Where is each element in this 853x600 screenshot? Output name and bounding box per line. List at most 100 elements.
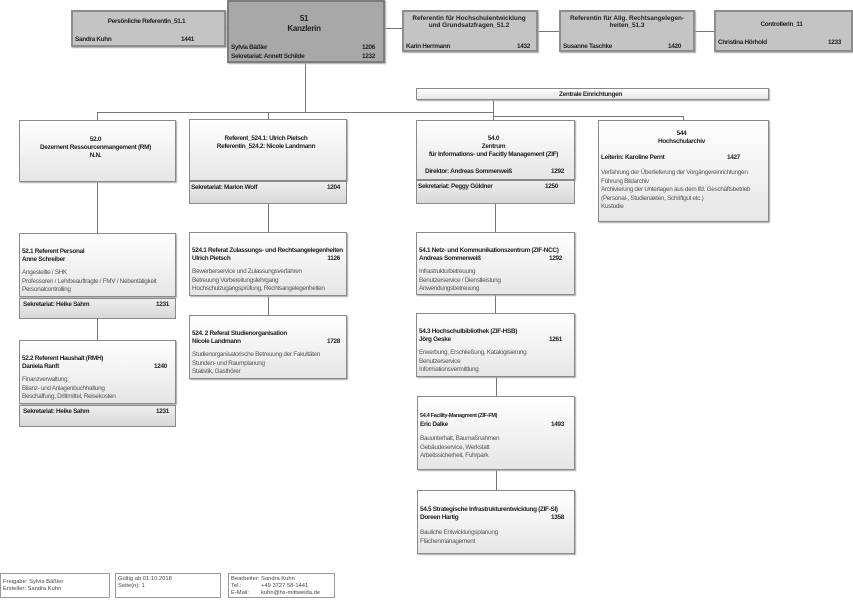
person-name: Karin Herrmann bbox=[406, 43, 451, 50]
connector bbox=[97, 319, 98, 340]
box-544: 544 Hochschularchiv Leiterin: Karoline P… bbox=[598, 120, 769, 222]
phone: 1441 bbox=[180, 36, 194, 43]
box-title: 54.5 Strategische Infrastrukturentwicklu… bbox=[420, 506, 558, 513]
task: Gebäudeservice, Werkstatt bbox=[420, 443, 490, 451]
footer-approval: Freigabe: Sylvia Bäßler Ersteller: Sandr… bbox=[0, 573, 110, 598]
connector bbox=[695, 31, 714, 32]
secretariat: Sekretariat: Heike Sahm bbox=[23, 408, 90, 415]
task: Personalcontrolling bbox=[22, 286, 71, 293]
phone: 1493 bbox=[550, 421, 564, 428]
box-52-1: 52.1 Referent Personal Anne Schreiber An… bbox=[19, 233, 176, 297]
person-name: Anne Schreiber bbox=[22, 256, 66, 263]
person-name: Jörg Geske bbox=[419, 336, 451, 343]
box-524-2: 524. 2 Referat Studienorganisation Nicol… bbox=[189, 315, 347, 379]
box-title: Hochschularchiv bbox=[658, 138, 705, 145]
task: Infrastrukturbetreuung bbox=[419, 268, 476, 275]
task: Bauunterhalt, Baumaßnahmen bbox=[420, 435, 500, 442]
box-524-1: 524.1 Referat Zulassungs- und Rechtsange… bbox=[189, 232, 347, 296]
box-title: 54.4 Facility-Managment (ZIF-FM) bbox=[420, 413, 498, 419]
phone: 1261 bbox=[548, 336, 562, 343]
person-name: Susanne Taschke bbox=[563, 43, 613, 50]
connector bbox=[493, 116, 683, 117]
connector bbox=[305, 63, 306, 113]
box-title: Referentin für Allg. Rechtsangelegen-hei… bbox=[569, 15, 685, 29]
task: Beschaffung, Drittmittel, Reisekosten bbox=[22, 393, 116, 400]
box-number: 54.0 bbox=[487, 135, 500, 142]
box-number: 544 bbox=[676, 130, 687, 137]
task: Finanzverwaltung bbox=[22, 376, 68, 383]
secretariat: Sekretariat: Marion Wolf bbox=[191, 184, 258, 191]
box-54-1: 54.1 Netz- und Kommunikationszentrum (ZI… bbox=[416, 232, 575, 295]
connector bbox=[495, 295, 496, 313]
secretariat: Sekretariat: Peggy Güldner bbox=[418, 183, 493, 190]
phone: 1231 bbox=[155, 408, 169, 415]
connector bbox=[97, 112, 98, 120]
box-title: Controllerin_11 bbox=[760, 21, 803, 28]
phone: 1206 bbox=[361, 44, 375, 51]
task: Professoren / Lehrbeauftragte / FMV / Ne… bbox=[22, 277, 157, 285]
box-51-2: Referentin für Hochschulentwicklung und … bbox=[402, 10, 538, 52]
task: Bewerberservice und Zulassungsverfahren bbox=[192, 268, 302, 275]
box-number: 52.0 bbox=[89, 136, 102, 143]
task: Angestellte / SHK bbox=[22, 269, 67, 276]
box-title: Zentrum bbox=[481, 143, 506, 150]
box-title: 54.3 Hochschulbibliothek (ZIF-HSB) bbox=[419, 328, 518, 335]
footer-validity: Gültig ab 01.10.2018 Seite(n): 1 bbox=[115, 573, 221, 598]
secretariat-box: Sekretariat: Peggy Güldner 1250 bbox=[416, 180, 575, 204]
task: Benutzerservice / Dienstleistung bbox=[419, 276, 501, 284]
connector bbox=[496, 377, 497, 396]
phone: 1240 bbox=[153, 363, 167, 370]
connector bbox=[97, 112, 493, 113]
phone: 1292 bbox=[550, 168, 564, 175]
person-name: N.N. bbox=[89, 152, 102, 159]
task: Archivierung der Unterlagen aus dem lfd.… bbox=[601, 186, 751, 193]
connector bbox=[495, 204, 496, 232]
secretariat: Sekretariat: Heike Sahm bbox=[23, 301, 90, 308]
task: Betreuung Vorbereitungslehrgang bbox=[192, 276, 279, 284]
box-54-4: 54.4 Facility-Managment (ZIF-FM) Eric Da… bbox=[417, 396, 575, 470]
box-title: Kanzlerin bbox=[287, 24, 321, 33]
task: Stunden- und Raumplanung bbox=[192, 359, 265, 367]
person-name: Doreen Hartig bbox=[420, 514, 459, 521]
box-title: 54.1 Netz- und Kommunikationszentrum (ZI… bbox=[419, 247, 559, 254]
page-count: Seite(n): 1 bbox=[118, 583, 145, 589]
email[interactable]: kuhn@hs-mittweida.de bbox=[261, 590, 321, 596]
connector bbox=[97, 182, 98, 233]
connector bbox=[268, 296, 269, 315]
task: Führung Bildarchiv bbox=[601, 177, 649, 185]
task: Hochschulzugangsprüfung, Rechtsangelegen… bbox=[192, 285, 325, 292]
connector bbox=[493, 100, 494, 120]
task: Erwerbung, Erschließung, Katalogisierung bbox=[419, 349, 527, 356]
task: Bauliche Entwicklungsplanung bbox=[420, 529, 498, 536]
person-name: Andreas Sommerweiß bbox=[419, 255, 481, 262]
box-52-0: 52.0 Dezernent Ressourcenmangement (RM) … bbox=[19, 120, 176, 182]
task: (Personal-, Studienakten, Schriftgut etc… bbox=[601, 194, 704, 202]
label: Bearbeiter: bbox=[231, 576, 260, 582]
phone: 1250 bbox=[544, 183, 558, 190]
phone: 1728 bbox=[326, 338, 340, 345]
person-name: Sandra Kuhn bbox=[75, 36, 112, 43]
referent-line: Referentin_524.2: Nicole Landmann bbox=[216, 143, 316, 150]
task: Bilanz- und Anlagenbuchhaltung bbox=[22, 384, 105, 392]
box-title: 524. 2 Referat Studienorganisation bbox=[192, 330, 287, 337]
box-52-2: 52.2 Referent Haushalt (RMH) Daniela Ran… bbox=[19, 340, 176, 404]
box-subtitle: für Informations- und Facitly Management… bbox=[428, 151, 559, 158]
task: Verfahrung der Überlieferung der Vorgäng… bbox=[601, 169, 748, 176]
connector bbox=[268, 112, 269, 119]
person-name: Nicole Landmann bbox=[192, 338, 241, 345]
label: Tel.: bbox=[231, 583, 242, 589]
phone: 1358 bbox=[550, 514, 564, 521]
secretariat-box: Sekretariat: Heike Sahm 1231 bbox=[19, 405, 176, 427]
box-title: Dezernent Ressourcenmangement (RM) bbox=[40, 144, 151, 151]
task: Flächenmanagement bbox=[420, 537, 475, 545]
box-number: 51 bbox=[299, 14, 309, 23]
connector bbox=[496, 470, 497, 490]
task: Statistik, Gasthörer bbox=[192, 368, 241, 375]
director: Direktor: Andreas Sommerweiß bbox=[425, 168, 512, 175]
phone: 1432 bbox=[516, 43, 530, 50]
task: Anwendungsbetreuung bbox=[419, 285, 480, 292]
person-name: Leiterin: Karoline Pernt bbox=[601, 154, 665, 161]
